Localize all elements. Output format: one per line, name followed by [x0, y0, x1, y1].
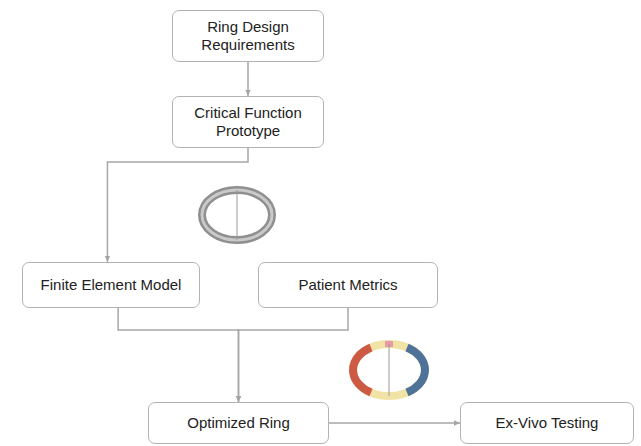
process-box: Critical Function Prototype — [172, 96, 324, 148]
ring-highlight — [202, 190, 272, 240]
prototype-ring — [202, 190, 272, 240]
process-box: Ring Design Requirements — [172, 10, 324, 62]
ring-band — [202, 190, 272, 240]
process-box: Patient Metrics — [258, 262, 438, 308]
ring-segment-red — [353, 348, 371, 393]
ring-band-yellow — [353, 344, 425, 396]
process-box: Finite Element Model — [22, 262, 200, 308]
flow-connector — [329, 422, 460, 424]
box-label: Optimized Ring — [187, 414, 290, 432]
process-box: Optimized Ring — [148, 402, 329, 444]
ring-axis — [237, 190, 238, 240]
box-label: Finite Element Model — [41, 276, 182, 294]
ring-segment-blue — [407, 348, 425, 393]
box-label: Patient Metrics — [298, 276, 397, 294]
flow-connector — [107, 148, 248, 262]
process-box: Ex-Vivo Testing — [460, 402, 634, 444]
flow-connector — [247, 62, 249, 96]
box-label: Critical Function Prototype — [183, 104, 313, 140]
box-label: Ring Design Requirements — [183, 18, 313, 54]
optimized-ring — [353, 341, 425, 396]
box-label: Ex-Vivo Testing — [496, 414, 599, 432]
flow-connector — [118, 308, 238, 402]
ring-axis — [389, 344, 390, 396]
flow-connector — [239, 308, 349, 402]
